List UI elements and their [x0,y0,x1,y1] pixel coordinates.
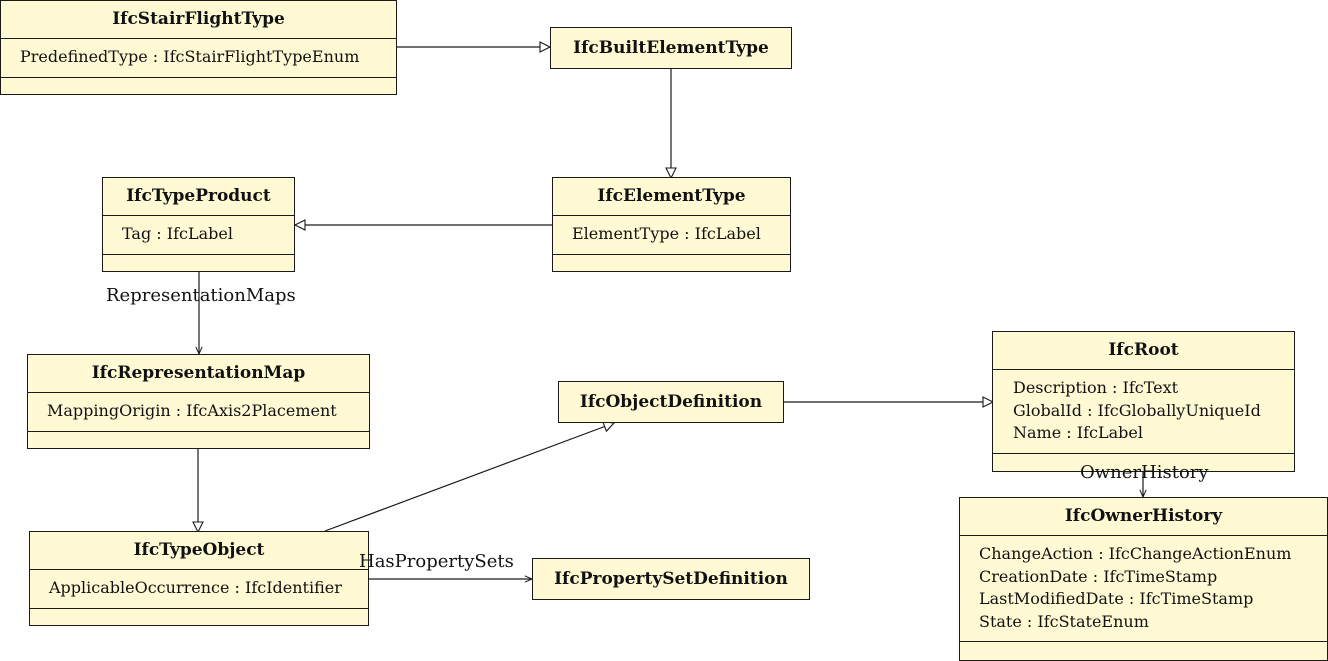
attribute: Name : IfcLabel [1013,423,1143,442]
association-label-representationmaps: RepresentationMaps [106,285,296,306]
class-name: IfcRepresentationMap [28,355,369,393]
attribute: CreationDate : IfcTimeStamp [979,566,1218,586]
attribute: ChangeAction : IfcChangeActionEnum [979,544,1292,563]
class-name: IfcPropertySetDefinition [554,569,788,589]
attribute: ApplicableOccurrence : IfcIdentifier [49,578,342,597]
class-attributes: Description : IfcText GlobalId : IfcGlob… [993,370,1294,454]
attribute: Tag : IfcLabel [122,224,233,243]
class-attributes: ApplicableOccurrence : IfcIdentifier [30,570,368,609]
class-attributes: Tag : IfcLabel [103,216,294,255]
class-ifcrepresentationmap: IfcRepresentationMap MappingOrigin : Ifc… [27,354,370,449]
class-attributes: ElementType : IfcLabel [553,216,790,255]
class-ifcpropertysetdefinition: IfcPropertySetDefinition [532,558,810,600]
attribute: MappingOrigin : IfcAxis2Placement [47,401,337,420]
class-ifcobjectdefinition: IfcObjectDefinition [558,381,784,423]
attribute: ElementType : IfcLabel [572,224,761,243]
attribute: GlobalId : IfcGloballyUniqueId [1013,400,1261,420]
class-ifcelementtype: IfcElementType ElementType : IfcLabel [552,177,791,272]
attribute: State : IfcStateEnum [979,611,1149,631]
class-ifctypeobject: IfcTypeObject ApplicableOccurrence : Ifc… [29,531,369,626]
association-label-haspropertysets: HasPropertySets [359,551,514,572]
attribute: PredefinedType : IfcStairFlightTypeEnum [20,47,360,66]
class-attributes: ChangeAction : IfcChangeActionEnum Creat… [960,536,1327,642]
class-attributes: PredefinedType : IfcStairFlightTypeEnum [1,39,396,78]
class-ifcroot: IfcRoot Description : IfcText GlobalId :… [992,331,1295,472]
attribute: Description : IfcText [1013,378,1179,397]
class-ifctypeproduct: IfcTypeProduct Tag : IfcLabel [102,177,295,272]
class-name: IfcElementType [553,178,790,216]
association-label-ownerhistory: OwnerHistory [1080,462,1209,483]
class-ifcstairflighttype: IfcStairFlightType PredefinedType : IfcS… [0,0,397,95]
class-name: IfcBuiltElementType [573,38,769,58]
class-ifcownerhistory: IfcOwnerHistory ChangeAction : IfcChange… [959,497,1328,661]
attribute: LastModifiedDate : IfcTimeStamp [979,589,1254,608]
class-name: IfcObjectDefinition [579,392,763,412]
class-name: IfcTypeProduct [103,178,294,216]
class-name: IfcOwnerHistory [960,498,1327,536]
class-ifcbuiltelementtype: IfcBuiltElementType [550,27,792,69]
class-name: IfcStairFlightType [1,1,396,39]
class-name: IfcRoot [993,332,1294,370]
class-attributes: MappingOrigin : IfcAxis2Placement [28,393,369,432]
generalization-typeobject-to-objectdefinition [324,423,614,532]
class-name: IfcTypeObject [30,532,368,570]
